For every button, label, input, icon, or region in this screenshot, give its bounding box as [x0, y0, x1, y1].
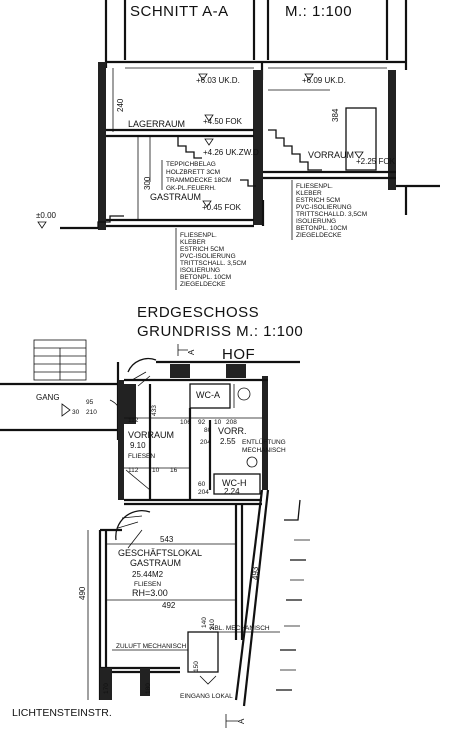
layer-right-4: TRITTSCHALLD. 3,5CM [296, 211, 367, 218]
room-lokal-2: GASTRAUM [130, 558, 181, 568]
dim-60: 60 [198, 481, 206, 488]
layer-right-6: BETONPL. 10CM [296, 225, 347, 232]
level-603: +6.03 UK.D. [196, 76, 240, 85]
layer-right-7: ZIEGELDECKE [296, 232, 342, 239]
layer-right-0: FLIESENPL. [296, 183, 333, 190]
layer-upper-0: TEPPICHBELAG [166, 161, 216, 168]
dim-150: 150 [193, 661, 200, 672]
dim-16: 16 [170, 467, 178, 474]
dim-10a: 10 [214, 419, 222, 426]
level-045: +0.45 FOK [202, 203, 242, 212]
dim-92: 92 [198, 419, 206, 426]
entlueftung-1: ENTLÜFTUNG [242, 438, 286, 446]
section-a-a: SCHNITT A-A M.: 1:100 +6.03 UK.D. +6.09 … [36, 0, 440, 290]
dim-208: 208 [226, 419, 237, 426]
layer-right-2: ESTRICH 5CM [296, 197, 340, 204]
layer-bottom-7: ZIEGELDECKE [180, 281, 226, 288]
level-426: +4.26 UK.ZW.D [203, 148, 259, 157]
dim-10b: 10 [152, 467, 160, 474]
dim-30: 30 [72, 409, 80, 416]
room-wc-a: WC-A [196, 390, 220, 400]
label-gang: GANG [36, 393, 60, 402]
layer-bottom-3: PVC-ISOLIERUNG [180, 253, 236, 260]
layer-upper-3: GK-PL.FEUERH. [166, 185, 216, 192]
dim-112a: 112 [128, 417, 139, 424]
room-lokal-1: GESCHÄFTSLOKAL [118, 548, 202, 558]
level-225: +2.25 FOK [356, 157, 396, 166]
room-vorraum-floor: FLIESEN [128, 453, 155, 460]
layer-right-5: ISOLIERUNG [296, 218, 336, 225]
dim-106: 106 [180, 419, 191, 426]
room-vorraum: VORRAUM [308, 150, 354, 160]
dim-112b: 112 [128, 467, 139, 474]
dim-492: 492 [162, 601, 176, 610]
dim-300: 300 [143, 176, 152, 190]
dim-204b: 204 [198, 489, 209, 496]
room-lokal-area: 25.44M2 [132, 570, 164, 579]
dim-80: 80 [204, 427, 212, 434]
label-street: LICHTENSTEINSTR. [12, 707, 112, 719]
room-gastraum: GASTRAUM [150, 192, 201, 202]
zuluft: ZULUFT MECHANISCH [116, 643, 187, 650]
room-vorr: VORR. [218, 426, 247, 436]
room-lokal-height: RH=3.00 [132, 588, 168, 598]
section-marker-top: A [187, 349, 196, 355]
layer-bottom-5: ISOLIERUNG [180, 267, 220, 274]
level-609: +6.09 UK.D. [302, 76, 346, 85]
plan-title-1: ERDGESCHOSS [137, 304, 259, 321]
room-lagerraum: LAGERRAUM [128, 119, 185, 129]
section-scale: M.: 1:100 [285, 3, 352, 20]
dim-433: 433 [151, 405, 158, 416]
dim-140: 140 [201, 617, 208, 628]
room-vorraum: VORRAUM [128, 430, 174, 440]
room-vorraum-area: 9.10 [130, 441, 146, 450]
layer-right-1: KLEBER [296, 190, 322, 197]
room-wc-h-area: 2.24 [224, 487, 240, 496]
layer-bottom-4: TRITTSCHALL. 3,5CM [180, 260, 246, 267]
section-title: SCHNITT A-A [130, 3, 229, 20]
level-450: +4.50 FOK [203, 117, 243, 126]
dim-210b: 210 [209, 619, 216, 630]
dim-170: 170 [103, 683, 110, 694]
dim-490: 490 [78, 586, 87, 600]
label-hof: HOF [222, 346, 255, 363]
dim-543: 543 [160, 535, 174, 544]
dim-95: 95 [86, 399, 94, 406]
level-000: ±0.00 [36, 211, 57, 220]
dim-180: 180 [145, 683, 152, 694]
ground-floor-plan: ERDGESCHOSS GRUNDRISS M.: 1:100 HOF A GA… [0, 304, 310, 728]
layer-upper-1: HOLZBRETT 3CM [166, 169, 220, 176]
eingang: EINGANG LOKAL [180, 693, 233, 700]
abluft: ABL. MECHANISCH [210, 625, 270, 632]
layer-bottom-2: ESTRICH 5CM [180, 246, 224, 253]
dim-384: 384 [331, 108, 340, 122]
room-lokal-floor: FLIESEN [134, 581, 161, 588]
layer-bottom-1: KLEBER [180, 239, 206, 246]
room-vorr-area: 2.55 [220, 437, 236, 446]
dim-204a: 204 [200, 439, 211, 446]
plan-title-2: GRUNDRISS M.: 1:100 [137, 323, 303, 340]
section-marker-bottom: A [237, 718, 246, 724]
room-wc-h: WC-H [222, 478, 247, 488]
layer-bottom-6: BETONPL. 10CM [180, 274, 231, 281]
dim-240: 240 [116, 98, 125, 112]
layer-right-3: PVC-ISOLIERUNG [296, 204, 352, 211]
layer-upper-2: TRAMMDECKE 18CM [166, 177, 231, 184]
layer-bottom-0: FLIESENPL. [180, 232, 217, 239]
dim-493: 493 [251, 566, 260, 580]
dim-210a: 210 [86, 409, 97, 416]
entlueftung-2: MECHANISCH [242, 447, 286, 454]
